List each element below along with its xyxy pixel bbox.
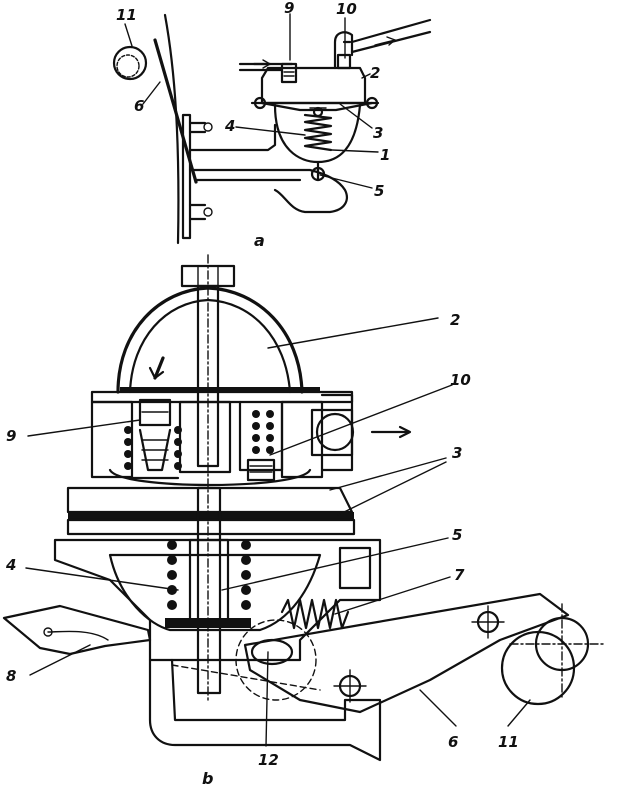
figure-b-section: 2 10 9 3 5 4 7 8 6 11 12 b: [2, 254, 607, 788]
lower-housing-b: [53, 538, 382, 762]
outlet-valve-a: [333, 18, 432, 70]
engine-wall-a: [163, 13, 180, 245]
hand-lever-b: [2, 604, 152, 656]
label-b-3: 3: [452, 444, 462, 462]
pull-rod-b: [165, 486, 251, 695]
label-a-4: 4: [224, 117, 235, 135]
label-a-6: 6: [134, 97, 144, 115]
label-a-11: 11: [116, 6, 137, 24]
figure-b-leaders: [25, 317, 531, 747]
rocker-arm-b: [171, 592, 570, 714]
label-b-6: 6: [448, 733, 458, 751]
dome-cover-b: [116, 286, 304, 394]
label-a-5: 5: [374, 182, 384, 200]
label-b-4: 4: [5, 556, 16, 574]
eccentric-cam-a: [112, 45, 148, 81]
pump-body-a: [250, 66, 380, 182]
label-a-2: 2: [370, 64, 380, 82]
label-b-11: 11: [498, 733, 519, 751]
lever-shaft-b: [250, 638, 294, 666]
label-b-2: 2: [450, 311, 460, 329]
figure-a-schematic: 11 6 9 10 2 4 3 1 5 a: [112, 0, 432, 250]
inlet-valve-a: [238, 59, 298, 84]
outlet-valve-b: [238, 400, 284, 482]
eccentric-cam-b: [500, 603, 607, 706]
top-bolt-b: [180, 254, 236, 701]
label-a-9: 9: [284, 0, 294, 17]
caption-b: b: [202, 769, 213, 788]
label-b-10: 10: [450, 371, 471, 389]
diaphragm-flanges-b: [66, 468, 356, 536]
label-b-7: 7: [454, 566, 465, 584]
label-b-9: 9: [6, 427, 16, 445]
label-a-10: 10: [336, 0, 357, 18]
caption-a: a: [254, 231, 265, 250]
label-b-8: 8: [6, 667, 16, 685]
figure-a-leaders: [124, 13, 379, 189]
label-a-3: 3: [373, 124, 383, 142]
inlet-valve-b: [124, 398, 182, 480]
label-a-1: 1: [380, 146, 390, 164]
label-b-5: 5: [452, 526, 462, 544]
label-b-12: 12: [258, 751, 279, 769]
